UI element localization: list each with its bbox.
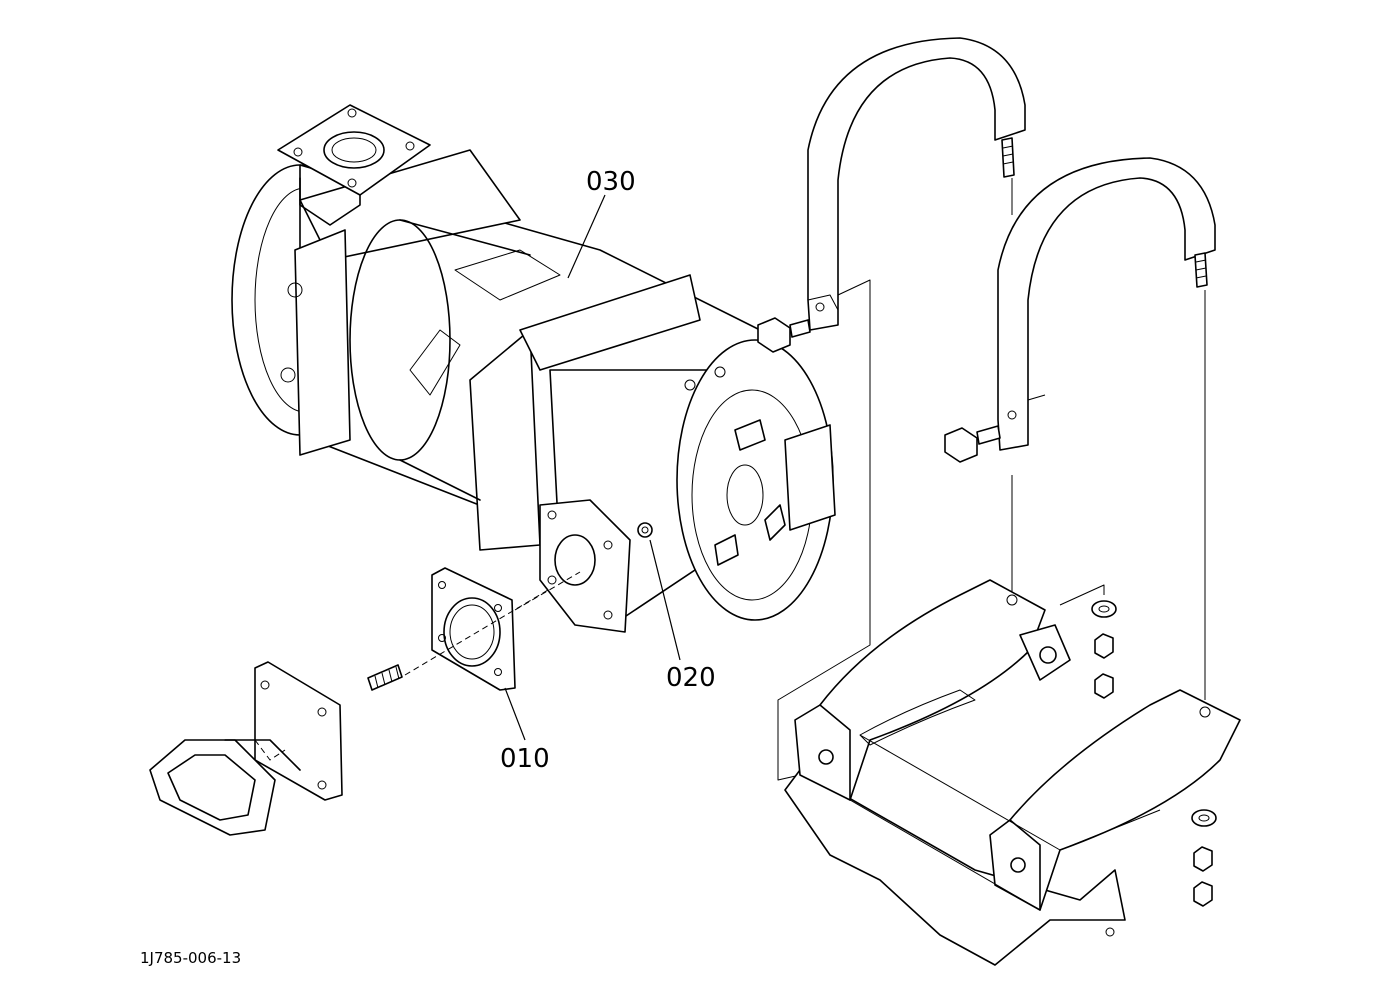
exhaust-elbow (149, 661, 343, 836)
strap-guide-lines (777, 178, 1206, 781)
washers-and-nuts (1059, 584, 1217, 907)
u-strap-rear (807, 37, 1026, 331)
assembly-guide-lines (404, 571, 581, 676)
gasket-010 (431, 567, 516, 691)
callout-030: 030 (586, 167, 636, 197)
callout-010: 010 (500, 744, 550, 774)
outlet-flange (539, 499, 653, 633)
drawing-number: 1J785-006-13 (140, 949, 241, 967)
callout-020: 020 (666, 663, 716, 693)
bolt-upper (757, 317, 811, 353)
muffler-assembly (231, 149, 836, 621)
inlet-flange (277, 104, 431, 226)
bolt-lower (944, 425, 1001, 463)
mounting-bracket (784, 579, 1241, 966)
leader-line-020 (649, 539, 681, 661)
leader-line-010 (504, 687, 526, 741)
u-strap-front (997, 157, 1216, 451)
leader-line-030 (567, 194, 606, 279)
stud-bolt (367, 664, 403, 691)
